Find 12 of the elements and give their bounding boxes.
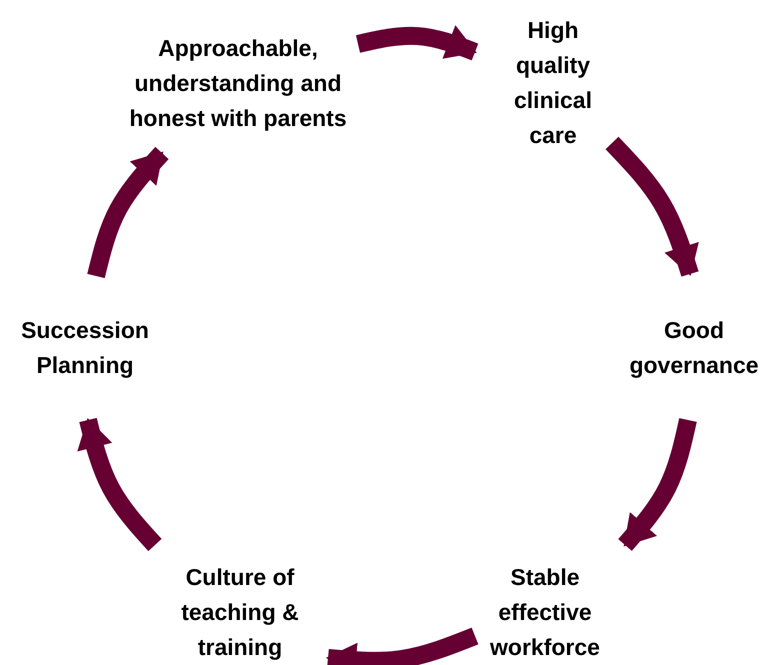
curved-arrow	[326, 628, 478, 665]
curved-arrow	[87, 146, 169, 278]
curved-arrow	[77, 418, 162, 552]
node-label: Good governance	[628, 316, 760, 380]
node-label: Succession Planning	[20, 316, 150, 380]
node-label: Stable effective workforce	[489, 563, 601, 662]
curved-arrow	[606, 136, 699, 277]
node-label: High quality clinical care	[513, 16, 593, 150]
curved-arrow	[356, 25, 478, 60]
curved-arrow	[618, 418, 697, 551]
node-label: Culture of teaching & training	[180, 563, 300, 662]
node-label: Approachable, understanding and honest with parents	[128, 34, 348, 133]
